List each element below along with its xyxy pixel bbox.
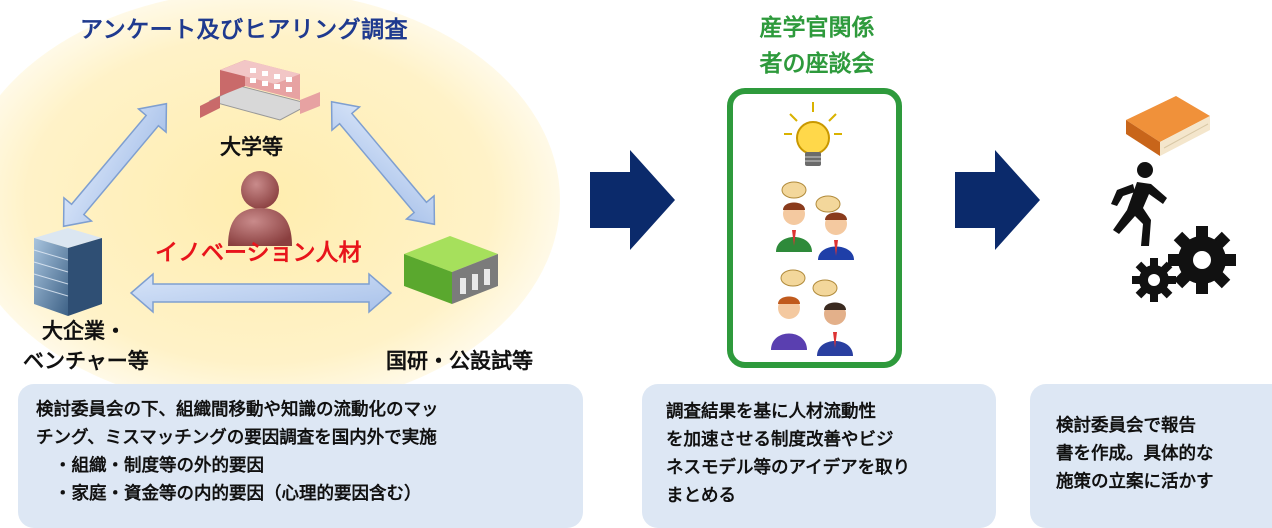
survey-description-bullet1: ・組織・制度等の外的要因 <box>54 456 264 476</box>
survey-description-line1: 検討委員会の下、組織間移動や知識の流動化のマッ <box>36 400 439 420</box>
person-icon <box>228 171 292 246</box>
research-facility-icon <box>404 236 498 304</box>
innovation-talent-label: イノベーション人材 <box>155 240 362 266</box>
flow-arrow-2 <box>955 150 1040 250</box>
survey-description-line2: チング、ミスマッチングの要因調査を国内外で実施 <box>36 428 437 448</box>
roundtable-description-line2: を加速させる制度改善やビジ <box>666 430 894 450</box>
research-label: 国研・公設試等 <box>386 349 533 373</box>
double-arrow-bottom <box>129 272 393 314</box>
report-description-box: 検討委員会で報告 書を作成。具体的な 施策の立案に活かす <box>1030 384 1272 528</box>
office-tower-icon <box>33 228 102 316</box>
roundtable-description-line3: ネスモデル等のアイデアを取り <box>666 458 911 478</box>
roundtable-title-line1: 産学官関係 <box>759 15 875 41</box>
roundtable-description-line1: 調査結果を基に人材流動性 <box>666 402 876 422</box>
roundtable-description-box: 調査結果を基に人材流動性 を加速させる制度改善やビジ ネスモデル等のアイデアを取… <box>642 384 996 528</box>
relationship-arrows <box>62 100 436 314</box>
flow-arrow-1 <box>590 150 675 250</box>
roundtable-title: 産学官関係 者の座談会 <box>722 10 912 82</box>
book-icon <box>1126 96 1210 156</box>
enterprise-label-line2: ベンチャー等 <box>23 349 149 373</box>
report-description-line2: 書を作成。具体的な <box>1056 444 1214 464</box>
roundtable-title-line2: 者の座談会 <box>759 51 875 77</box>
survey-description-box: 検討委員会の下、組織間移動や知識の流動化のマッ チング、ミスマッチングの要因調査… <box>18 384 583 528</box>
enterprise-label-line1: 大企業・ <box>42 319 126 343</box>
report-description-line1: 検討委員会で報告 <box>1056 416 1196 436</box>
survey-title: アンケート及びヒアリング調査 <box>80 17 409 43</box>
gears-icon <box>1132 226 1236 302</box>
roundtable-description-line4: まとめる <box>666 486 736 506</box>
report-description-line3: 施策の立案に活かす <box>1056 472 1214 492</box>
double-arrow-right <box>330 100 436 226</box>
university-label: 大学等 <box>220 135 283 159</box>
university-building-icon <box>200 60 320 121</box>
survey-background <box>0 0 560 410</box>
discussion-people-icon-2 <box>771 269 853 356</box>
lightbulb-icon <box>784 102 842 166</box>
running-person-icon <box>1111 162 1167 246</box>
discussion-people-icon <box>776 181 854 260</box>
double-arrow-left <box>62 102 168 228</box>
survey-description-bullet2: ・家庭・資金等の内的要因（心理的要因含む） <box>54 484 422 504</box>
